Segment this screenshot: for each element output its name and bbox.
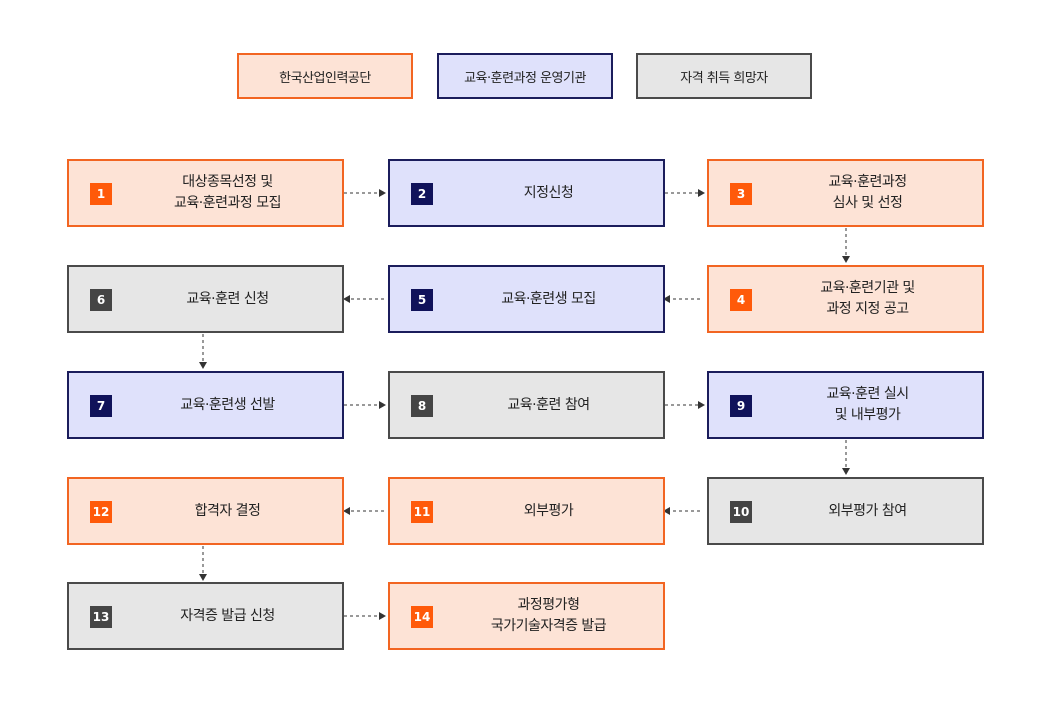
- step-6: 6 교육·훈련 신청: [67, 265, 344, 333]
- step-label: 교육·훈련과정 심사 및 선정: [828, 174, 907, 211]
- step-number: 8: [411, 395, 433, 417]
- step-number: 2: [411, 183, 433, 205]
- legend-hrdk: 한국산업인력공단: [237, 53, 413, 99]
- step-label: 교육·훈련 참여: [507, 396, 590, 413]
- step-1: 1 대상종목선정 및 교육·훈련과정 모집: [67, 159, 344, 227]
- step-2: 2 지정신청: [388, 159, 665, 227]
- step-12: 12 합격자 결정: [67, 477, 344, 545]
- step-number: 13: [90, 606, 112, 628]
- step-label: 대상종목선정 및 교육·훈련과정 모집: [174, 174, 281, 211]
- step-13: 13 자격증 발급 신청: [67, 582, 344, 650]
- step-number: 14: [411, 606, 433, 628]
- step-number: 11: [411, 501, 433, 523]
- step-4: 4 교육·훈련기관 및 과정 지정 공고: [707, 265, 984, 333]
- step-number: 1: [90, 183, 112, 205]
- step-number: 7: [90, 395, 112, 417]
- step-5: 5 교육·훈련생 모집: [388, 265, 665, 333]
- step-number: 12: [90, 501, 112, 523]
- step-number: 9: [730, 395, 752, 417]
- legend-applicant: 자격 취득 희망자: [636, 53, 812, 99]
- step-number: 3: [730, 183, 752, 205]
- step-label: 과정평가형 국가기술자격증 발급: [490, 597, 607, 634]
- step-label: 교육·훈련생 선발: [180, 396, 275, 413]
- step-number: 4: [730, 289, 752, 311]
- step-11: 11 외부평가: [388, 477, 665, 545]
- step-14: 14 과정평가형 국가기술자격증 발급: [388, 582, 665, 650]
- legend-institution: 교육·훈련과정 운영기관: [437, 53, 613, 99]
- step-3: 3 교육·훈련과정 심사 및 선정: [707, 159, 984, 227]
- step-label: 교육·훈련 실시 및 내부평가: [826, 386, 909, 423]
- step-label: 외부평가: [523, 502, 574, 519]
- step-10: 10 외부평가 참여: [707, 477, 984, 545]
- step-label: 교육·훈련기관 및 과정 지정 공고: [820, 280, 915, 317]
- step-label: 자격증 발급 신청: [180, 607, 275, 624]
- step-label: 교육·훈련생 모집: [501, 290, 596, 307]
- step-label: 교육·훈련 신청: [186, 290, 269, 307]
- step-number: 5: [411, 289, 433, 311]
- step-label: 외부평가 참여: [828, 502, 907, 519]
- step-7: 7 교육·훈련생 선발: [67, 371, 344, 439]
- step-8: 8 교육·훈련 참여: [388, 371, 665, 439]
- step-label: 합격자 결정: [194, 502, 261, 519]
- step-label: 지정신청: [523, 184, 574, 201]
- step-number: 6: [90, 289, 112, 311]
- step-9: 9 교육·훈련 실시 및 내부평가: [707, 371, 984, 439]
- step-number: 10: [730, 501, 752, 523]
